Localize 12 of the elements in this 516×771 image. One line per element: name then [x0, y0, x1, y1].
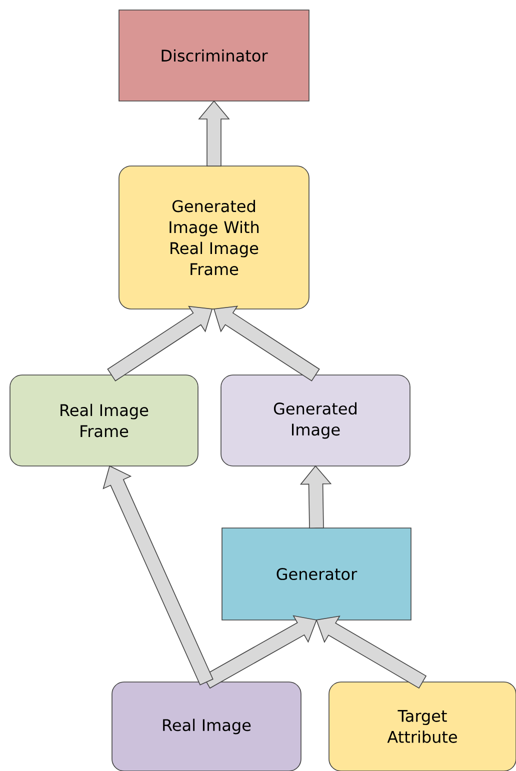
discriminator-box: Discriminator [118, 10, 310, 102]
block-arrow [213, 306, 320, 382]
process-box: Real Image Frame [10, 374, 198, 466]
input-box: Target Attribute [328, 682, 516, 771]
generator-box: Generator [222, 528, 412, 620]
input-box: Real Image [112, 682, 302, 771]
process-box: Generated Image With Real Image Frame [118, 166, 310, 310]
block-arrow [300, 465, 332, 529]
process-box: Generated Image [220, 374, 410, 466]
block-arrow [107, 306, 213, 382]
block-arrow [102, 465, 214, 686]
block-arrow [198, 100, 230, 166]
